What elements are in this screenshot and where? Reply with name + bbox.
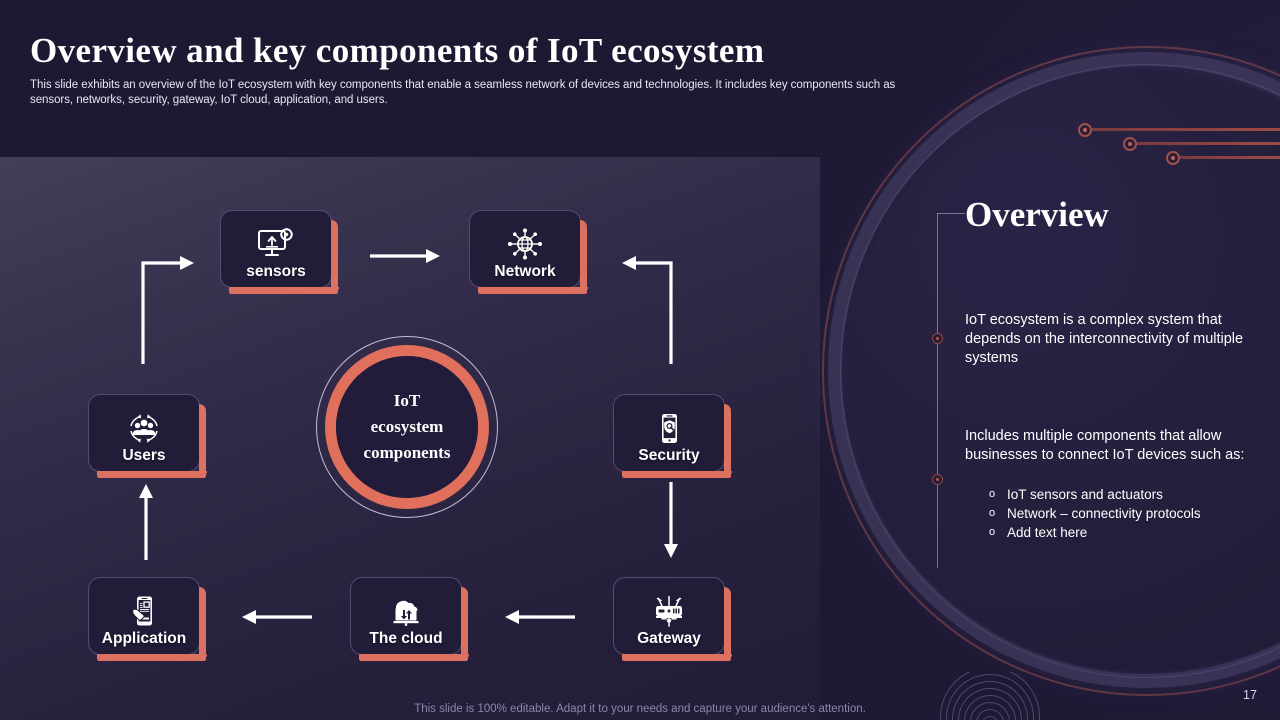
arrow-cloud-to-application <box>240 609 312 625</box>
center-circle: IoT ecosystem components <box>316 336 498 518</box>
node-sensors[interactable]: sensors <box>220 210 339 294</box>
globe-network-icon <box>505 228 545 261</box>
overview-bullet-marker-1-icon <box>932 333 943 344</box>
center-line-3: components <box>363 443 451 462</box>
page-title: Overview and key components of IoT ecosy… <box>30 31 765 70</box>
node-label-sensors: sensors <box>246 263 306 280</box>
page-subtitle: This slide exhibits an overview of the I… <box>30 79 896 106</box>
users-group-cycle-icon <box>124 412 164 445</box>
node-label-gateway: Gateway <box>637 630 701 647</box>
arrow-users-to-sensors <box>138 250 198 365</box>
mobile-app-tap-icon <box>124 595 164 628</box>
node-label-network: Network <box>494 263 556 280</box>
node-label-application: Application <box>101 630 187 647</box>
node-label-cloud: The cloud <box>369 630 443 647</box>
node-label-security: Security <box>638 447 700 464</box>
node-security[interactable]: Security <box>613 394 732 478</box>
list-item: Add text here <box>985 523 1255 542</box>
center-line-1: IoT <box>393 391 421 410</box>
page-number: 17 <box>1243 688 1257 702</box>
center-coral-ring <box>325 345 489 509</box>
overview-rail-vertical <box>937 213 938 568</box>
overview-bullet-marker-2-icon <box>932 474 943 485</box>
arrow-security-to-network <box>618 250 678 365</box>
arrow-security-to-gateway <box>663 482 679 560</box>
node-application[interactable]: Application <box>88 577 207 661</box>
overview-paragraph-2: Includes multiple components that allow … <box>965 428 1245 463</box>
node-label-users: Users <box>122 447 166 464</box>
circuit-trace-2 <box>1135 142 1280 145</box>
center-circle-label: IoT ecosystem components <box>364 388 451 466</box>
circuit-node-3-icon <box>1166 151 1180 165</box>
overview-bullet-list: IoT sensors and actuators Network – conn… <box>985 485 1255 542</box>
node-gateway[interactable]: Gateway <box>613 577 732 661</box>
node-cloud[interactable]: The cloud <box>350 577 469 661</box>
fingerprint-motif-icon <box>940 672 1040 720</box>
list-item: Network – connectivity protocols <box>985 504 1255 523</box>
arrow-application-to-users <box>138 482 154 560</box>
circuit-trace-1 <box>1090 128 1280 131</box>
phone-shield-lock-icon <box>649 412 689 445</box>
node-network[interactable]: Network <box>469 210 588 294</box>
node-users[interactable]: Users <box>88 394 207 478</box>
arrow-sensors-to-network <box>370 248 442 264</box>
circuit-node-1-icon <box>1078 123 1092 137</box>
router-gateway-icon <box>649 595 689 628</box>
monitor-upload-gear-icon <box>256 228 296 261</box>
center-circle-inner: IoT ecosystem components <box>336 356 478 498</box>
overview-heading: Overview <box>965 195 1109 234</box>
circuit-node-2-icon <box>1123 137 1137 151</box>
overview-paragraph-1: IoT ecosystem is a complex system that d… <box>965 312 1244 366</box>
list-item: IoT sensors and actuators <box>985 485 1255 504</box>
cloud-upload-download-icon <box>386 595 426 628</box>
footer-note: This slide is 100% editable. Adapt it to… <box>414 703 866 715</box>
center-line-2: ecosystem <box>370 417 444 436</box>
circuit-trace-3 <box>1178 156 1280 159</box>
overview-rail-horizontal <box>937 213 965 214</box>
arrow-gateway-to-cloud <box>503 609 575 625</box>
